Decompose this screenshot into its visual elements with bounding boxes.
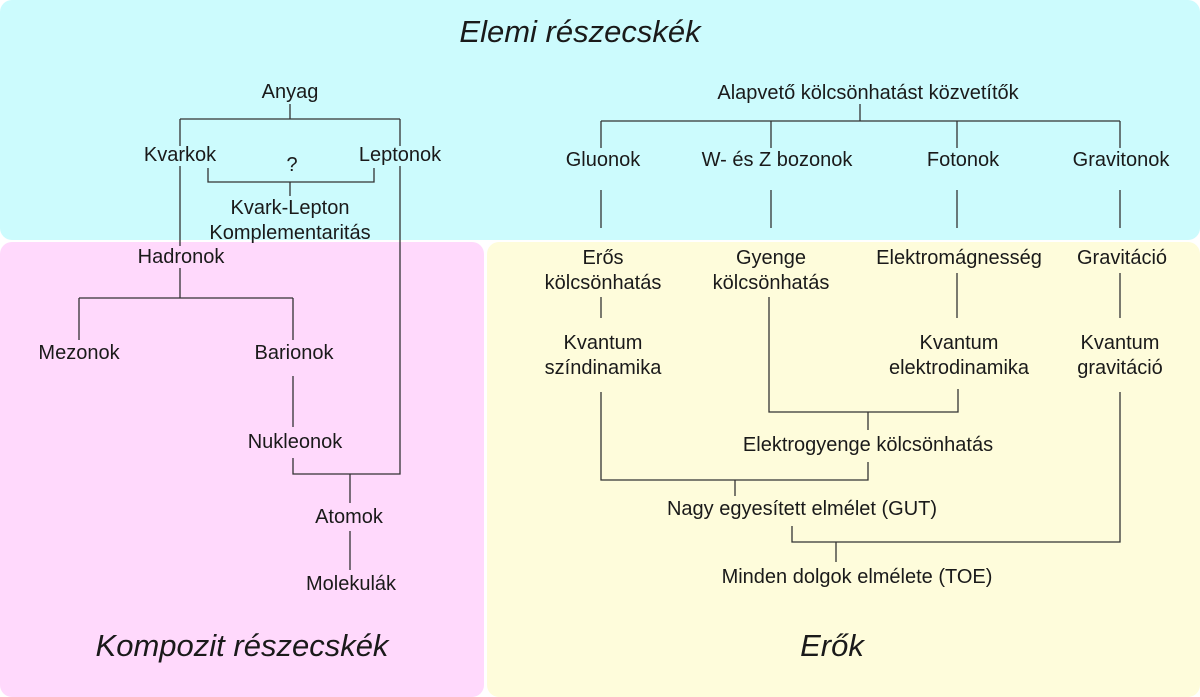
connector-line xyxy=(207,168,375,196)
connector-line xyxy=(78,268,294,340)
node-anyag: Anyag xyxy=(261,81,319,103)
node-hadronok: Hadronok xyxy=(137,246,225,268)
composite-particles-panel xyxy=(0,242,484,697)
elemi-title: Elemi részecskék xyxy=(459,14,701,49)
node-mezonok: Mezonok xyxy=(38,342,120,364)
erok-title: Erők xyxy=(800,628,864,663)
node-gravitacio: Gravitáció xyxy=(1076,247,1168,269)
node-barionok: Barionok xyxy=(254,342,334,364)
node-kvantum-gravitacio-line-2: gravitáció xyxy=(1077,357,1163,379)
forces-panel xyxy=(487,242,1200,697)
connector-line xyxy=(600,190,1121,228)
node-kvarkok: Kvarkok xyxy=(143,144,217,166)
kompozit-title: Kompozit részecskék xyxy=(95,628,389,663)
node-kvantum-szindinamika-line-2: színdinamika xyxy=(544,357,662,379)
node-gut: Nagy egyesített elmélet (GUT) xyxy=(666,498,938,520)
connector-line xyxy=(791,392,1121,562)
connector-line xyxy=(600,104,1121,148)
node-elektrogyenge: Elektrogyenge kölcsönhatás xyxy=(742,434,994,456)
node-wz-bozonok: W- és Z bozonok xyxy=(701,149,853,171)
node-kvark-lepton: Kvark-Lepton Komplementaritás xyxy=(209,196,370,246)
elementary-particles-panel xyxy=(0,0,1200,240)
node-kvark-lepton-line-2: Komplementaritás xyxy=(209,222,371,244)
node-kvark-lepton-line-1: Kvark-Lepton xyxy=(230,197,350,219)
node-gravitonok: Gravitonok xyxy=(1072,149,1170,171)
node-kvantum-elektrodinamika-line-2: elektrodinamika xyxy=(888,357,1030,379)
connector-line xyxy=(768,297,959,430)
node-gyenge: Gyenge kölcsönhatás xyxy=(713,246,830,296)
node-gyenge-line-1: Gyenge xyxy=(735,247,807,269)
connector-line xyxy=(179,104,401,146)
node-question: ? xyxy=(286,154,298,176)
node-eros-line-1: Erős xyxy=(582,247,624,269)
node-toe: Minden dolgok elmélete (TOE) xyxy=(721,566,993,588)
connector-line xyxy=(600,273,1121,318)
node-molekulak: Molekulák xyxy=(305,573,397,595)
node-elektromagnesseg: Elektromágnesség xyxy=(876,247,1042,269)
node-gluonok: Gluonok xyxy=(565,149,641,171)
node-eros: Erős kölcsönhatás xyxy=(545,246,662,296)
node-atomok: Atomok xyxy=(315,506,383,528)
node-kvantum-szindinamika: Kvantum színdinamika xyxy=(545,331,662,381)
node-leptonok: Leptonok xyxy=(358,144,442,166)
connector-line xyxy=(600,392,869,496)
node-fotonok: Fotonok xyxy=(926,149,1000,171)
connector-line xyxy=(292,166,401,475)
node-kvantum-gravitacio: Kvantum gravitáció xyxy=(1077,331,1163,381)
node-kvantum-elektrodinamika: Kvantum elektrodinamika xyxy=(889,331,1029,381)
node-alapveto: Alapvető kölcsönhatást közvetítők xyxy=(717,82,1019,104)
node-gyenge-line-2: kölcsönhatás xyxy=(712,272,830,294)
node-kvantum-elektrodinamika-line-1: Kvantum xyxy=(919,332,999,354)
node-nukleonok: Nukleonok xyxy=(247,431,343,453)
node-kvantum-szindinamika-line-1: Kvantum xyxy=(563,332,643,354)
node-kvantum-gravitacio-line-1: Kvantum xyxy=(1080,332,1160,354)
node-eros-line-2: kölcsönhatás xyxy=(544,272,662,294)
